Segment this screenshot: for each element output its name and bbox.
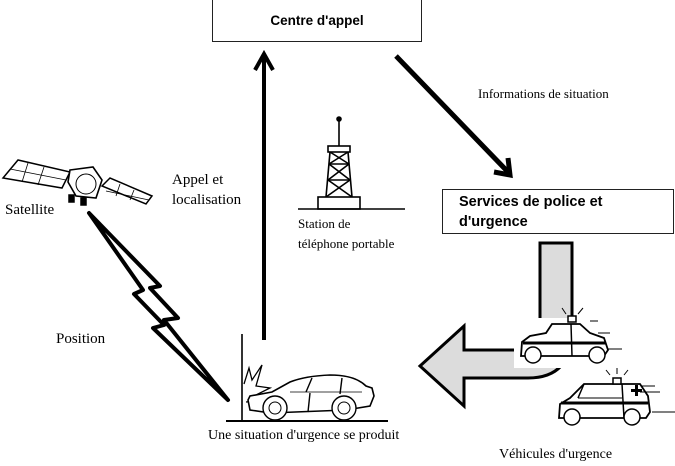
police-car-icon: [514, 306, 622, 368]
call-center-box: Centre d'appel: [212, 0, 422, 42]
lightning-bolt-icon: [87, 211, 230, 402]
cell-station-label: Station de téléphone portable: [298, 214, 408, 254]
call-location-label: Appel et localisation: [172, 170, 262, 210]
situation-info-label: Informations de situation: [478, 86, 609, 101]
cell-station-line2: téléphone portable: [298, 236, 395, 251]
emergency-label: Une situation d'urgence se produit: [208, 428, 400, 443]
position-label: Position: [56, 331, 106, 347]
services-label-line2: d'urgence: [459, 214, 528, 230]
satellite-icon: [1, 159, 154, 206]
call-center-label: Centre d'appel: [270, 13, 364, 28]
emergency-vehicles-label: Véhicules d'urgence: [499, 447, 613, 462]
call-location-line2: localisation: [172, 192, 242, 208]
arrow-call-location: [253, 49, 275, 340]
cell-station-line1: Station de: [298, 216, 351, 231]
satellite-label: Satellite: [5, 202, 55, 218]
ambulance-icon: [558, 368, 675, 426]
call-location-line1: Appel et: [172, 172, 224, 188]
cell-tower-icon: [298, 116, 405, 210]
services-label-line1: Services de police et: [459, 194, 603, 210]
services-box: Services de police et d'urgence: [442, 189, 674, 234]
arrow-situation-info: [394, 54, 513, 179]
crashed-car-icon: [226, 334, 388, 422]
